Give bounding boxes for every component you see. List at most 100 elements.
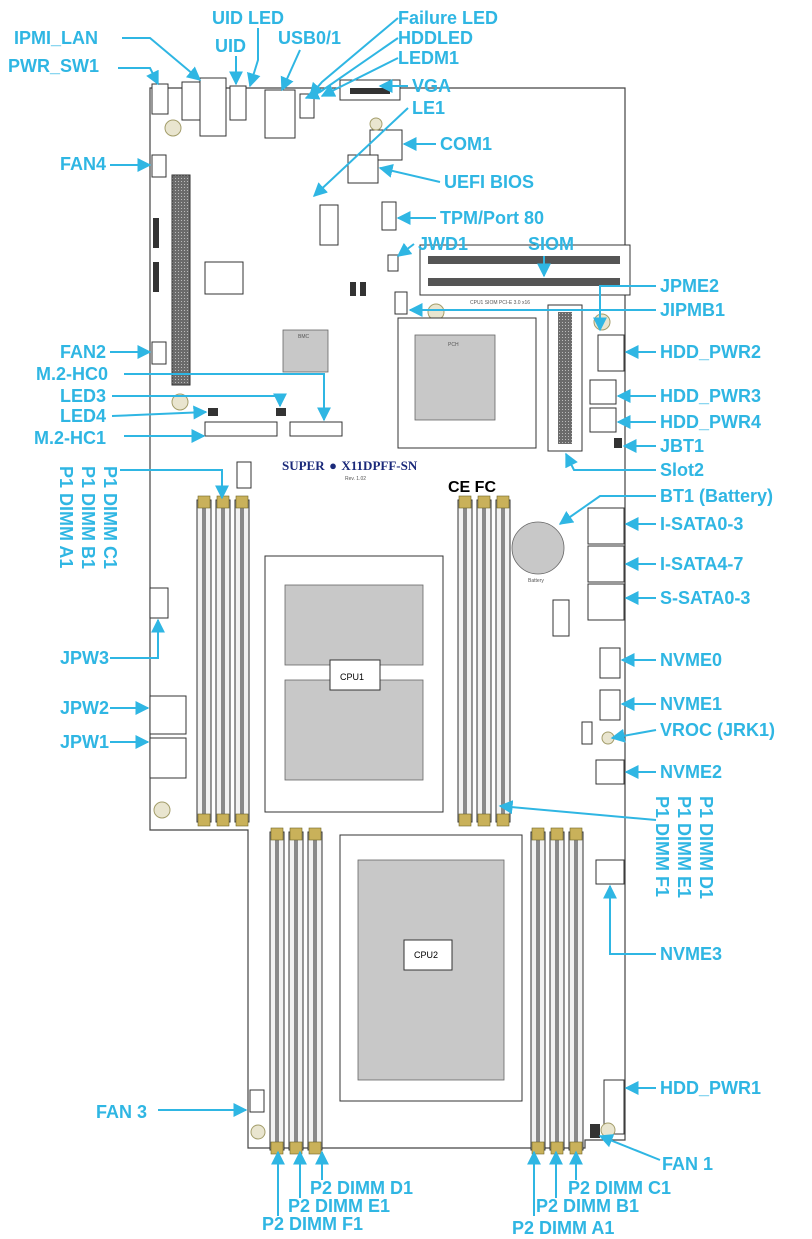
label-nvme0: NVME0	[660, 650, 722, 670]
vroc-jrk1	[581, 721, 593, 745]
led4-part	[208, 408, 218, 416]
lead-usb01	[280, 49, 301, 92]
p1-dimm-left-slot-3	[234, 495, 250, 827]
label-uid: UID	[215, 36, 246, 56]
jumper-block	[236, 461, 252, 489]
small-chip	[204, 261, 244, 295]
vga-pins	[350, 88, 390, 94]
p2-dimm-left-slot-2	[288, 827, 304, 1155]
p2-dimm-right-slot-3	[568, 827, 584, 1155]
label-bt1: BT1 (Battery)	[660, 486, 773, 506]
brand-text: SUPER ● X11DPFF-SN	[282, 457, 418, 474]
lead-ipmi-lan	[122, 37, 202, 81]
label-fan2: FAN2	[60, 342, 106, 362]
m2-slot-small	[319, 204, 339, 246]
fan3-header	[249, 1089, 265, 1113]
tpm-header	[381, 201, 397, 231]
label-p2-dimm-c1: P2 DIMM C1	[568, 1178, 671, 1198]
lead-le1	[312, 107, 409, 197]
lead-slot2	[565, 452, 656, 471]
p2-dimm-right-slot-1	[530, 827, 546, 1155]
label-p1-dimm-d1: P1 DIMM D1	[696, 796, 716, 899]
jumper-block	[153, 262, 159, 292]
jumper	[350, 282, 356, 296]
lead-m2-hc0	[124, 373, 331, 422]
lead-vroc	[610, 728, 657, 743]
label-siom: SIOM	[528, 234, 574, 254]
mounting-hole	[600, 1122, 616, 1138]
pwr-sw1-connector	[151, 83, 169, 115]
bmc-label: BMC	[298, 334, 310, 340]
label-hdd-pwr2: HDD_PWR2	[660, 342, 761, 362]
lead-uefi-bios	[378, 164, 441, 183]
label-jipmb1: JIPMB1	[660, 300, 725, 320]
p1-dimm-right-slot-2	[476, 495, 492, 827]
mounting-hole	[369, 117, 383, 131]
label-pwr-sw1: PWR_SW1	[8, 56, 99, 76]
label-led4: LED4	[60, 406, 106, 426]
lead-jwd1	[396, 242, 415, 257]
siom-slot: CPU1 SIOM PCI-E 3.0 x16	[419, 244, 631, 306]
mounting-hole	[164, 119, 182, 137]
jpw2-connector	[149, 695, 187, 735]
hdd-pwr4-connector	[589, 407, 617, 433]
label-p2-dimm-d1: P2 DIMM D1	[310, 1178, 413, 1198]
p1-dimm-right-slot-3	[495, 495, 511, 827]
uid-led-part	[229, 85, 247, 121]
p1-dimm-left-slot-1	[196, 495, 212, 827]
label-nvme2: NVME2	[660, 762, 722, 782]
lead-p1-dimm-abc	[120, 469, 229, 500]
label-hddled: HDDLED	[398, 28, 473, 48]
cpu2-label: CPU2	[414, 950, 438, 960]
lead-hddled	[304, 37, 399, 100]
jpw3-connector	[149, 587, 169, 619]
label-slot2: Slot2	[660, 460, 704, 480]
cpu1-label: CPU1	[340, 672, 364, 682]
m2-hc0-slot	[289, 421, 343, 437]
nvme2-connector	[595, 759, 625, 785]
p2-dimm-left-slot-1	[269, 827, 285, 1155]
pch-label: PCH	[448, 342, 459, 348]
jbt1-jumper	[614, 438, 622, 448]
callout-labels: UID LED Failure LED IPMI_LAN UID USB0/1 …	[8, 8, 775, 1238]
ipmi-lan-port	[199, 77, 227, 137]
mounting-hole	[593, 313, 611, 331]
label-le1: LE1	[412, 98, 445, 118]
lead-bt1	[558, 495, 656, 525]
label-p2-dimm-f1: P2 DIMM F1	[262, 1214, 363, 1234]
label-p1-dimm-f1: P1 DIMM F1	[652, 796, 672, 897]
p1-dimm-left-slot-2	[215, 495, 231, 827]
label-p2-dimm-a1: P2 DIMM A1	[512, 1218, 614, 1238]
hdd-pwr2-connector	[597, 334, 625, 372]
slot2-pins	[558, 312, 572, 444]
label-fan3: FAN 3	[96, 1102, 147, 1122]
jumper-block	[153, 218, 159, 248]
siom-silkscreen: CPU1 SIOM PCI-E 3.0 x16	[470, 300, 530, 306]
label-p1-dimm-b1: P1 DIMM B1	[78, 466, 98, 569]
hdd-pwr3-connector	[589, 379, 617, 405]
lead-nvme3	[603, 884, 656, 955]
label-uid-led: UID LED	[212, 8, 284, 28]
label-tpm: TPM/Port 80	[440, 208, 544, 228]
label-p1-dimm-c1: P1 DIMM C1	[100, 466, 120, 569]
label-ipmi-lan: IPMI_LAN	[14, 28, 98, 48]
p2-dimm-left-slot-3	[307, 827, 323, 1155]
label-led3: LED3	[60, 386, 106, 406]
label-failure-led: Failure LED	[398, 8, 498, 28]
nvme3-connector	[595, 859, 625, 885]
jumper	[360, 282, 366, 296]
label-i-sata47: I-SATA4-7	[660, 554, 743, 574]
cpu1-socket: CPU1	[264, 555, 444, 813]
label-jpw1: JPW1	[60, 732, 109, 752]
label-p1-dimm-e1: P1 DIMM E1	[674, 796, 694, 898]
label-i-sata03: I-SATA0-3	[660, 514, 743, 534]
label-jpme2: JPME2	[660, 276, 719, 296]
p2-dimm-right-slot-2	[549, 827, 565, 1155]
mounting-hole	[171, 393, 189, 411]
cert-marks: CE FC	[448, 479, 496, 496]
lead-jpw3	[110, 618, 165, 659]
label-jpw2: JPW2	[60, 698, 109, 718]
lead-fan1	[598, 1134, 661, 1161]
fan1-header	[590, 1124, 600, 1138]
